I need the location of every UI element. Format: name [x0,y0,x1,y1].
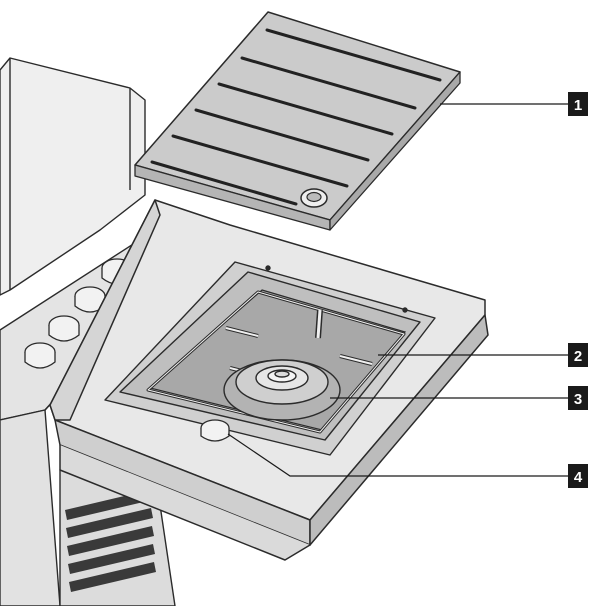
control-knob [24,342,56,369]
cover-lid [134,11,461,231]
callout-2: 2 [568,343,588,367]
control-knob [48,315,80,342]
cover-handle [300,188,328,208]
burner-knob [200,419,230,442]
callout-3: 3 [568,386,588,410]
burner [223,359,341,421]
callout-number: 4 [574,469,583,486]
vent-grille [65,490,156,592]
callout-line-4 [227,433,568,477]
callout-lines [227,103,568,477]
callout-number: 1 [574,97,582,114]
callout-number: 3 [574,391,582,408]
callout-number: 2 [574,348,582,365]
callout-4: 4 [568,464,588,488]
callout-1: 1 [568,92,588,116]
control-knob [74,286,106,313]
grate [146,290,406,434]
